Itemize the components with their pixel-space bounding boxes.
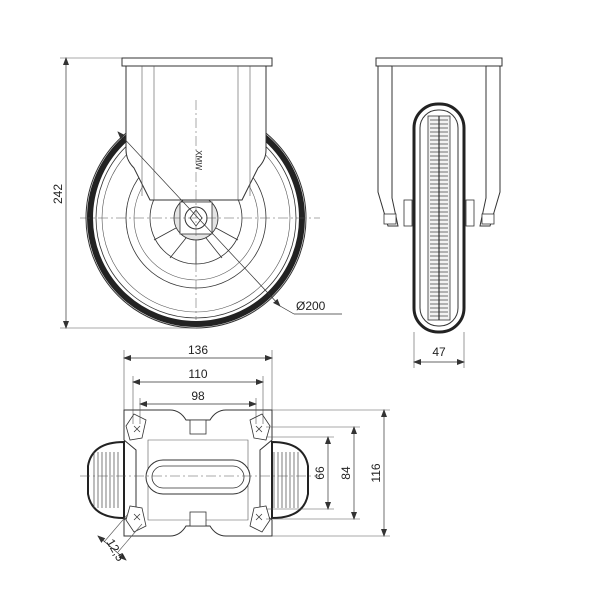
tread-top-pattern (93, 452, 299, 508)
height-dimension: 242 (51, 57, 196, 329)
front-view: 47 (375, 57, 503, 368)
hole-spacing-outer-dimension: 110 (132, 367, 264, 424)
hole-spacing-66-label: 66 (313, 466, 327, 480)
plate-width-dimension: 136 (123, 343, 273, 410)
mounting-plate (123, 409, 273, 537)
wheel-width-label: 47 (432, 345, 446, 359)
width-dimension: 47 (413, 332, 465, 368)
overall-height-label: 242 (51, 184, 65, 204)
fork-front (375, 57, 503, 227)
side-view: XMW 242 Ø200 (51, 57, 342, 329)
top-view: 136 110 98 66 84 (80, 343, 390, 564)
wheel-diameter-label: Ø200 (296, 299, 326, 313)
wheel-top (87, 440, 309, 520)
hole-spacing-84-label: 84 (339, 466, 353, 480)
plate-length-label: 116 (369, 463, 383, 482)
hole-spacing-84-dimension: 84 (266, 426, 360, 520)
plate-length-dimension: 116 (272, 409, 390, 537)
hole-spacing-inner-dimension: 98 (139, 389, 257, 424)
fork-side: XMW (121, 57, 273, 235)
fork-logo: XMW (194, 150, 203, 170)
plate-width-label: 136 (188, 343, 208, 357)
bolt-holes (125, 413, 271, 533)
hole-spacing-66-dimension: 66 (266, 436, 334, 510)
diameter-dimension: Ø200 (117, 131, 342, 315)
hole-spacing-110-label: 110 (188, 367, 207, 381)
hole-spacing-98-label: 98 (191, 389, 205, 403)
bolt-hole-label: 12,5 (104, 536, 128, 564)
wheel-front (412, 102, 466, 334)
